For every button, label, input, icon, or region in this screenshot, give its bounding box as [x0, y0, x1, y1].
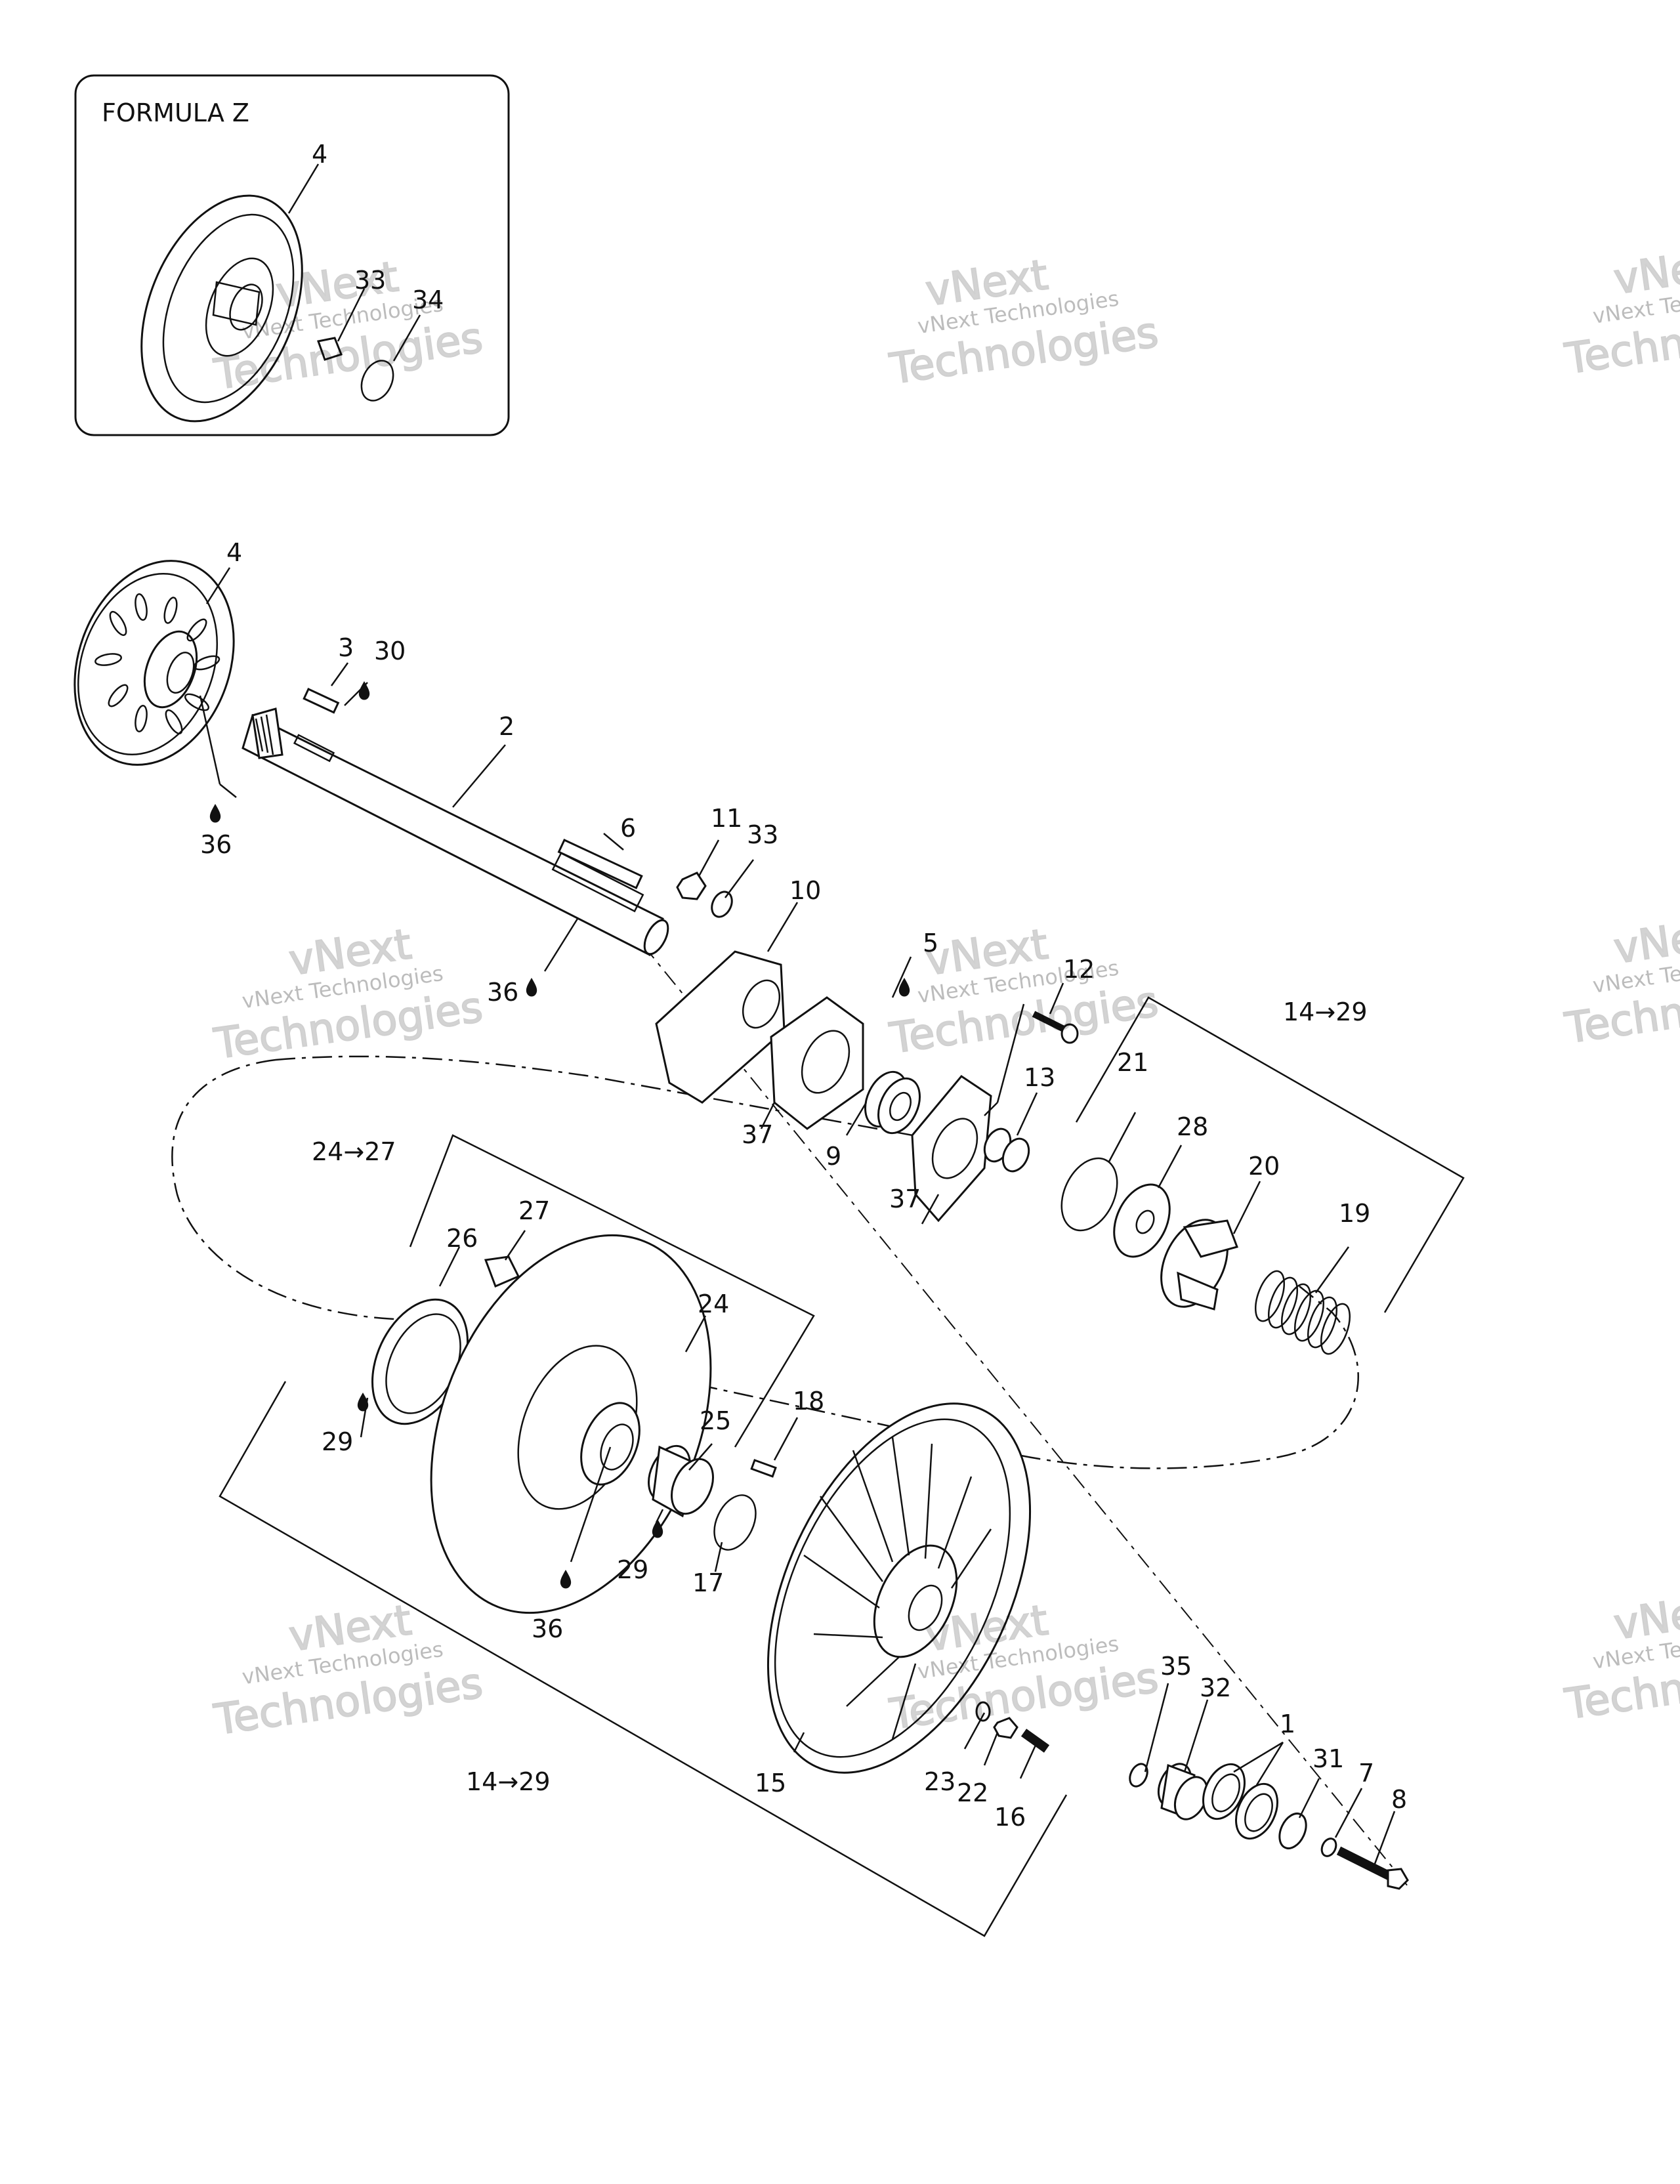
drop-icon-29a	[357, 1393, 369, 1412]
bearing-9	[864, 1070, 921, 1135]
callout-1: 1	[1280, 1710, 1295, 1738]
callout-13: 13	[1024, 1063, 1055, 1092]
bushing-13	[983, 1127, 1030, 1173]
callout-11: 11	[711, 804, 742, 833]
callout-29-a: 29	[322, 1427, 353, 1456]
drop-icon-29b	[652, 1519, 663, 1538]
inset-sheave	[140, 194, 303, 423]
callout-27: 27	[518, 1196, 550, 1225]
flange-37-b	[911, 1075, 992, 1223]
callout-7: 7	[1358, 1759, 1374, 1788]
callout-19: 19	[1339, 1199, 1370, 1228]
fixed-sheave	[74, 560, 235, 766]
callout-25: 25	[700, 1406, 731, 1435]
callout-5: 5	[923, 929, 938, 957]
shims-1	[1202, 1763, 1278, 1840]
inset-o-ring	[360, 360, 394, 402]
group-label-14-29-bottom: 14→29	[466, 1767, 551, 1796]
callout-24: 24	[698, 1290, 729, 1318]
spacer-32	[1157, 1763, 1209, 1820]
watermark-layer: vNext vNext Technologies Technologies vN…	[211, 238, 1680, 1746]
formula-z-inset: FORMULA Z 4 33 34	[74, 74, 510, 436]
callout-17: 17	[692, 1568, 724, 1597]
screw-12	[1032, 1011, 1079, 1044]
washer-33	[711, 891, 733, 918]
bushing-25	[648, 1444, 714, 1518]
callout-37-b: 37	[889, 1185, 921, 1213]
drop-icon-36a	[209, 804, 221, 823]
washer-23	[975, 1701, 991, 1722]
inset-nut	[317, 337, 343, 361]
bearing-bracket-10	[655, 950, 786, 1104]
callout-22: 22	[957, 1778, 988, 1807]
bolt-8	[1336, 1846, 1409, 1890]
group-bracket-14-29-bottom	[219, 1381, 1068, 1937]
callout-8: 8	[1391, 1785, 1407, 1814]
callout-32: 32	[1200, 1673, 1231, 1702]
leader-lines	[199, 567, 1396, 1864]
callout-4: 4	[226, 538, 242, 567]
callout-9: 9	[826, 1142, 841, 1171]
spring-19	[1254, 1270, 1351, 1355]
lock-washer-7	[1320, 1838, 1337, 1857]
key-18	[750, 1459, 777, 1478]
shaft	[242, 707, 669, 957]
snap-ring-21	[1060, 1157, 1118, 1232]
inset-label-4: 4	[312, 140, 327, 169]
callout-37-a: 37	[742, 1120, 773, 1149]
callout-labels: 4 3 30 2 36 6 11 33 10 5 12 36 37 9 37 1…	[200, 538, 1407, 1832]
drop-icon-5	[898, 978, 910, 997]
callout-21: 21	[1117, 1048, 1148, 1077]
screw-16	[1020, 1729, 1050, 1753]
washer-35	[1129, 1763, 1148, 1788]
callout-3: 3	[338, 633, 354, 662]
assembly-axis	[642, 944, 1412, 1891]
callout-29-b: 29	[617, 1555, 648, 1584]
callout-2: 2	[499, 712, 514, 741]
inset-label-33: 33	[354, 266, 386, 295]
flange-37-a	[770, 996, 864, 1130]
washer-17	[713, 1494, 757, 1551]
callout-20: 20	[1248, 1152, 1280, 1181]
callout-36-a: 36	[200, 830, 232, 859]
callout-35: 35	[1160, 1652, 1192, 1681]
key-6	[557, 839, 643, 890]
inset-label-34: 34	[412, 285, 444, 314]
callout-36-b: 36	[487, 978, 518, 1007]
washer-31	[1278, 1813, 1307, 1849]
washer-28	[1113, 1183, 1171, 1258]
group-bracket-24-27	[409, 1134, 815, 1448]
group-bracket-14-29-top	[1075, 996, 1465, 1313]
callout-26: 26	[446, 1224, 478, 1253]
callout-33: 33	[747, 820, 778, 849]
callout-31: 31	[1312, 1744, 1344, 1773]
callout-6: 6	[620, 814, 636, 843]
fixed-sheave-15	[766, 1402, 1032, 1774]
callout-23: 23	[924, 1767, 956, 1796]
cam-20	[1160, 1219, 1238, 1311]
drop-icon-36b	[526, 978, 537, 997]
callout-18: 18	[793, 1387, 824, 1416]
callout-36-c: 36	[532, 1614, 563, 1643]
drop-icon-36c	[560, 1570, 572, 1589]
nut-11	[676, 872, 707, 900]
callout-15: 15	[755, 1769, 786, 1797]
callout-16: 16	[994, 1803, 1026, 1832]
grease-drop-icons	[209, 681, 910, 1589]
drop-icon-30	[358, 681, 370, 700]
callout-12: 12	[1063, 955, 1095, 984]
drive-belt-outline	[171, 1055, 1359, 1469]
group-label-24-27: 24→27	[312, 1137, 396, 1166]
key-3	[303, 688, 340, 714]
nut-22	[993, 1717, 1018, 1739]
callout-10: 10	[789, 876, 821, 905]
callout-30: 30	[374, 637, 406, 665]
movable-sheave-24	[430, 1234, 712, 1614]
group-label-14-29-top: 14→29	[1283, 998, 1368, 1026]
inset-title: FORMULA Z	[102, 98, 249, 127]
slider-27	[484, 1255, 520, 1288]
callout-28: 28	[1177, 1112, 1208, 1141]
